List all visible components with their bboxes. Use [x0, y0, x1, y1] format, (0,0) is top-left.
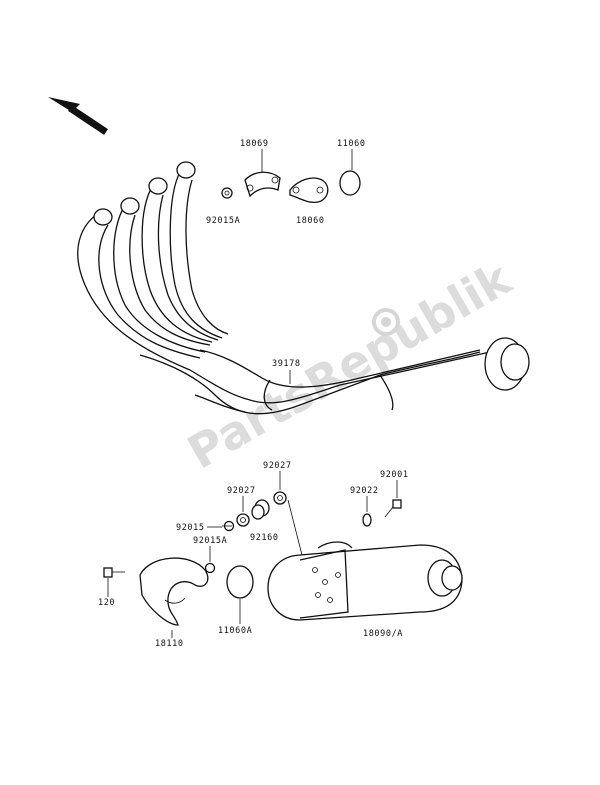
arrow-front-icon: [48, 97, 108, 135]
label-18110: 18110: [155, 639, 184, 649]
label-11060a: 11060A: [218, 626, 252, 636]
header-flange: [93, 161, 196, 226]
damper-92160: [251, 499, 270, 520]
nut-92015a-top: [221, 187, 233, 199]
watermark: PartsRepublik: [179, 251, 522, 480]
label-92160: 92160: [250, 533, 279, 543]
bracket-18069: [244, 171, 281, 198]
muffler-18090a: [267, 541, 463, 621]
gasket-11060a: [226, 565, 254, 599]
label-11060: 11060: [337, 139, 366, 149]
label-18060: 18060: [296, 216, 325, 226]
bolt-92001: [384, 499, 402, 518]
watermark-gear-icon: [372, 308, 400, 336]
label-39178: 39178: [272, 359, 301, 369]
heat-shield-18110: [139, 557, 209, 626]
exhaust-header-pipes: [77, 161, 530, 415]
watermark-text: PartsRepublik: [179, 251, 522, 480]
gasket-11060: [339, 170, 361, 196]
label-18069: 18069: [240, 139, 269, 149]
collar-92027-left: [236, 513, 250, 527]
part-labels: 18069 11060 92015A 18060 39178 92027 920…: [98, 139, 409, 649]
label-92015a-bottom: 92015A: [193, 536, 227, 546]
label-92027-b: 92027: [227, 486, 256, 496]
header-outlet: [484, 337, 530, 391]
label-92022: 92022: [350, 486, 379, 496]
nut-92015a-bottom: [204, 562, 216, 574]
washer-92022: [362, 513, 372, 527]
bolt-120: [103, 567, 125, 578]
label-92015a-top: 92015A: [206, 216, 240, 226]
bracket-18060: [289, 177, 329, 204]
label-18090a: 18090/A: [363, 629, 403, 639]
label-92015: 92015: [176, 523, 205, 533]
label-120: 120: [98, 598, 115, 608]
leader-92027-muffler: [287, 499, 303, 556]
collar-92027-top: [273, 491, 287, 505]
label-92027-a: 92027: [263, 461, 292, 471]
label-92001: 92001: [380, 470, 409, 480]
nut-92015: [222, 520, 235, 532]
